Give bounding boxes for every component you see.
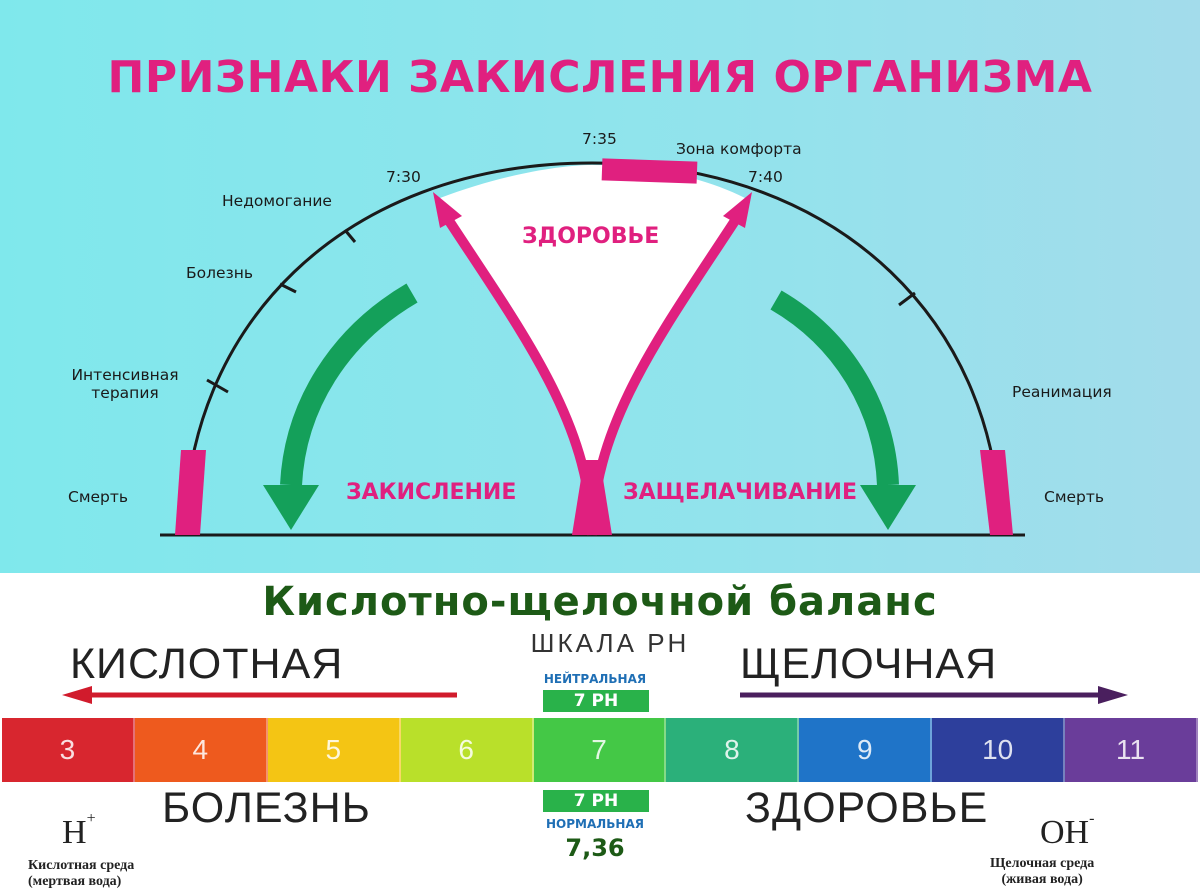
right-pink-arrowhead [723,192,752,228]
right-green-arrowhead [860,485,916,530]
alk-env-line1: Щелочная среда [990,856,1095,871]
label-health-zone: ЗДОРОВЬЕ [522,224,660,249]
hydroxide-ion: OH- [1040,810,1094,852]
hydrogen-symbol: H [62,814,87,851]
comfort-zone-bar [601,158,698,184]
left-pink-arrowhead [433,192,462,228]
label-alkalization: ЗАЩЕЛАЧИВАНИЕ [623,480,857,505]
panel-title: ПРИЗНАКИ ЗАКИСЛЕНИЯ ОРГАНИЗМА [107,52,1093,103]
label-740: 7:40 [748,168,783,186]
tick-malaise [343,229,357,243]
left-green-arrow [280,283,418,486]
label-intensive-line1: Интенсивная [71,366,179,384]
tick-intensive [206,378,229,394]
alkaline-environment-note: Щелочная среда (живая вода) [990,856,1094,888]
acid-env-line1: Кислотная среда [28,858,135,873]
label-illness: Болезнь [186,264,254,282]
label-alkaline: ЩЕЛОЧНАЯ [740,640,998,688]
ph-cell-5: 5 [267,718,401,782]
ph-cell-10: 10 [932,718,1066,782]
ph-cell-7: 7 [533,718,667,782]
acid-environment-note: Кислотная среда (мертвая вода) [28,858,134,890]
label-intensive-line2: терапия [91,384,159,402]
ph-cell-6: 6 [400,718,534,782]
balance-title: Кислотно-щелочной баланс [262,579,938,625]
arch-diagram [160,158,1025,537]
ph-cell-11: 11 [1065,718,1199,782]
acid-arrowhead [62,686,92,704]
tick-illness [279,282,297,294]
label-death-right: Смерть [1044,488,1105,506]
label-normal: НОРМАЛЬНАЯ [546,817,644,831]
label-neutral: НЕЙТРАЛЬНАЯ [543,672,647,686]
right-green-arrow [770,290,899,486]
neutral-ph-badge: 7 PH [543,690,649,712]
label-acidic: КИСЛОТНАЯ [70,640,344,688]
label-malaise: Недомогание [222,192,332,210]
label-ph-scale: ШКАЛА РН [530,628,690,658]
hydrogen-charge: + [86,810,96,827]
normal-ph-value: 7,36 [565,834,625,862]
normal-ph-badge: 7 PH [543,790,649,812]
label-intensive: Интенсивная терапия [60,366,190,402]
death-bar-left [175,450,206,535]
label-comfort-zone: Зона комфорта [676,140,802,158]
ph-cell-3: 3 [2,718,135,782]
ph-cell-4: 4 [134,718,268,782]
tick-right [898,291,916,307]
ph-cell-8: 8 [666,718,800,782]
alk-env-line2: (живая вода) [1001,872,1083,887]
death-bar-right [980,450,1013,535]
hydroxide-charge: - [1089,810,1095,827]
ph-cell-9: 9 [799,718,933,782]
label-735: 7:35 [582,130,617,148]
acid-env-line2: (мертвая вода) [28,874,122,889]
hydrogen-ion: H+ [62,810,96,852]
hydroxide-symbol: OH [1040,814,1090,851]
label-health: ЗДОРОВЬЕ [745,784,989,832]
label-730: 7:30 [386,168,421,186]
label-disease: БОЛЕЗНЬ [162,784,371,832]
pink-stem [572,460,612,535]
direction-arrows [62,686,1128,704]
label-death-left: Смерть [68,488,129,506]
label-resuscitation: Реанимация [1012,383,1112,401]
health-zone [440,165,745,535]
alkaline-arrowhead [1098,686,1128,704]
arch-curve [183,161,1002,536]
left-green-arrowhead [263,485,319,530]
label-acidification: ЗАКИСЛЕНИЕ [346,480,517,505]
